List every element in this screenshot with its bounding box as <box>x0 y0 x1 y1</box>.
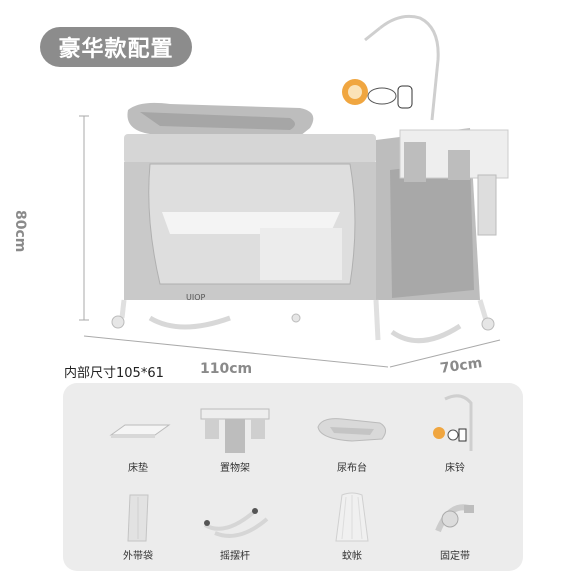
accessory-label: 摇摆杆 <box>220 551 250 562</box>
height-label: 80cm <box>12 210 28 253</box>
accessory-label: 尿布台 <box>337 463 367 474</box>
crib-legs <box>119 299 489 341</box>
crib-illustration: UIOP <box>79 14 509 368</box>
config-badge: 豪华款配置 <box>40 27 192 67</box>
accessory-label: 床铃 <box>445 463 465 474</box>
accessory-item: 床垫 <box>88 405 188 474</box>
carry-bag-icon <box>127 494 149 542</box>
rocking-bar-right <box>390 323 462 344</box>
accessory-item: 尿布台 <box>302 405 402 474</box>
accessory-item: 摇摆杆 <box>185 491 285 562</box>
storage-rack-icon <box>200 408 270 453</box>
accessories-panel: 床垫 置物架 尿布台 床铃 外带袋 <box>63 383 523 571</box>
wheel-icon <box>111 315 125 329</box>
accessory-item: 蚊帐 <box>302 491 402 562</box>
mosquito-net-icon <box>335 492 369 542</box>
accessory-item: 置物架 <box>185 405 285 474</box>
accessory-label: 床垫 <box>128 463 148 474</box>
accessory-item: 固定带 <box>405 491 505 562</box>
height-dimension-line <box>79 115 89 321</box>
inner-size-label: 内部尺寸105*61 <box>64 366 164 381</box>
accessory-item: 外带袋 <box>88 491 188 562</box>
width-label: 110cm <box>200 361 253 377</box>
fixing-strap-icon <box>435 504 474 533</box>
depth-dimension-line <box>389 339 501 368</box>
crib-mobile-icon <box>433 394 473 451</box>
zebra-toy-icon <box>397 85 413 109</box>
accessory-label: 外带袋 <box>123 551 153 562</box>
width-dimension-line <box>83 335 389 368</box>
accessory-item: 床铃 <box>405 391 505 474</box>
accessory-label: 蚊帐 <box>342 551 362 562</box>
rocking-bar-icon <box>203 508 269 538</box>
rocking-bar-left <box>148 315 231 330</box>
cow-toy-icon <box>367 87 397 105</box>
mattress-icon <box>109 424 171 438</box>
changing-table-icon <box>317 418 386 442</box>
accessory-label: 置物架 <box>220 463 250 474</box>
crib-top-rail <box>124 134 376 164</box>
accessory-label: 固定带 <box>440 551 470 562</box>
crib-brand-label: UIOP <box>186 293 206 302</box>
crib-mobile <box>364 14 440 121</box>
